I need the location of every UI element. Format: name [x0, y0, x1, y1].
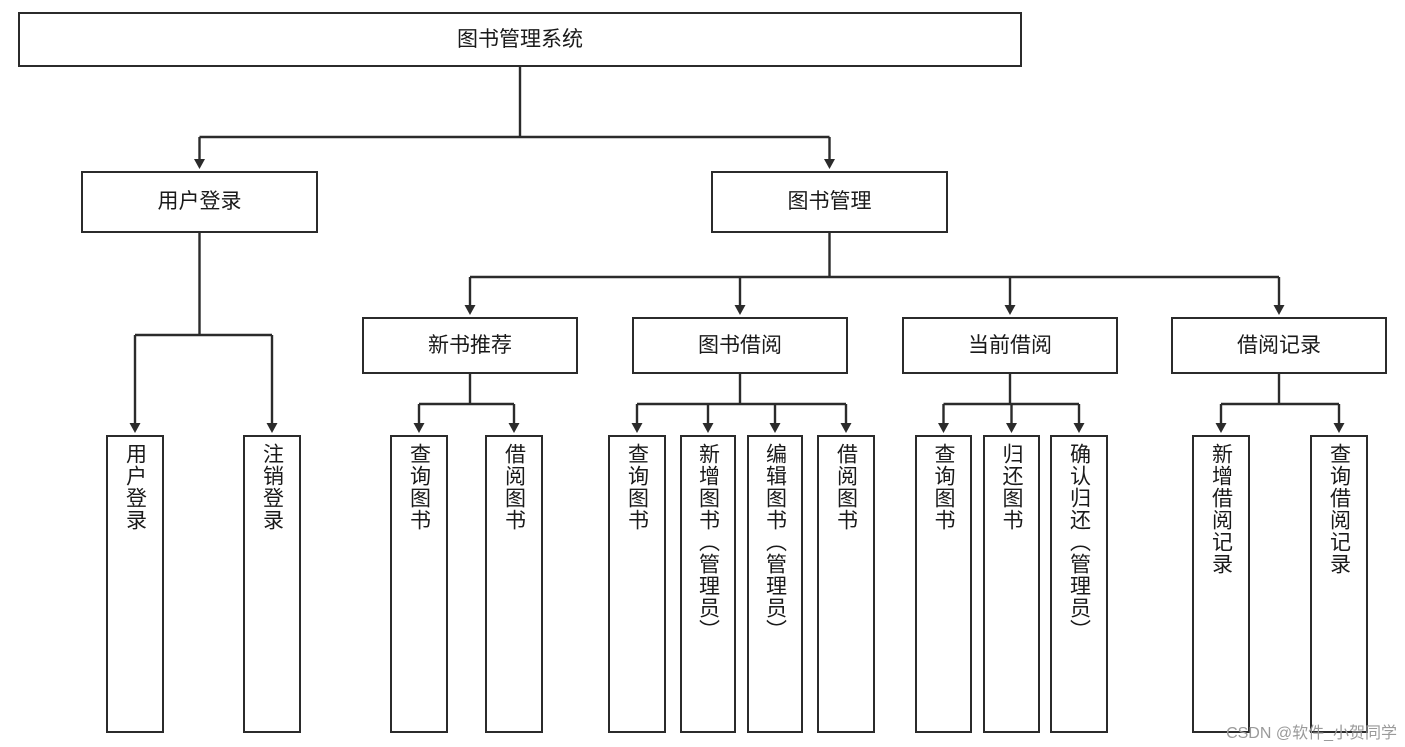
node-leaf-add-record[interactable]: 新增借阅记录 — [1192, 435, 1250, 733]
node-leaf-user-logout[interactable]: 注销登录 — [243, 435, 301, 733]
node-label: 图书管理 — [787, 190, 872, 214]
node-label: 编辑图书（管理员） — [763, 443, 787, 641]
node-label: 归还图书 — [1000, 443, 1023, 531]
node-book-borrow[interactable]: 图书借阅 — [632, 317, 848, 374]
node-label: 新书推荐 — [428, 333, 512, 357]
node-label: 用户登录 — [123, 443, 147, 531]
node-book-manage[interactable]: 图书管理 — [711, 171, 948, 233]
node-leaf-borrow-book-1[interactable]: 借阅图书 — [485, 435, 543, 733]
node-leaf-add-book[interactable]: 新增图书（管理员） — [680, 435, 736, 733]
node-label: 当前借阅 — [968, 333, 1052, 357]
node-leaf-user-login[interactable]: 用户登录 — [106, 435, 164, 733]
node-label: 借阅图书 — [502, 443, 526, 531]
node-label: 注销登录 — [260, 443, 284, 531]
watermark: CSDN @软件_小贺同学 — [1226, 725, 1397, 742]
node-borrow-record[interactable]: 借阅记录 — [1171, 317, 1387, 374]
node-label: 新增图书（管理员） — [696, 443, 720, 641]
node-label: 借阅记录 — [1237, 333, 1321, 357]
node-label: 图书借阅 — [698, 333, 782, 357]
node-root[interactable]: 图书管理系统 — [18, 12, 1022, 67]
node-label: 确认归还（管理员） — [1067, 443, 1091, 641]
node-label: 图书管理系统 — [457, 27, 583, 51]
node-label: 查询借阅记录 — [1327, 443, 1351, 575]
node-leaf-edit-book[interactable]: 编辑图书（管理员） — [747, 435, 803, 733]
node-leaf-return-book[interactable]: 归还图书 — [983, 435, 1040, 733]
node-label: 新增借阅记录 — [1209, 443, 1233, 575]
node-leaf-confirm-return[interactable]: 确认归还（管理员） — [1050, 435, 1108, 733]
node-leaf-query-book-3[interactable]: 查询图书 — [915, 435, 972, 733]
node-leaf-borrow-book-2[interactable]: 借阅图书 — [817, 435, 875, 733]
node-label: 查询图书 — [407, 443, 431, 531]
node-leaf-query-book-1[interactable]: 查询图书 — [390, 435, 448, 733]
node-label: 用户登录 — [157, 190, 242, 214]
node-new-book-recommend[interactable]: 新书推荐 — [362, 317, 578, 374]
node-leaf-query-book-2[interactable]: 查询图书 — [608, 435, 666, 733]
node-user-login[interactable]: 用户登录 — [81, 171, 318, 233]
node-label: 查询图书 — [625, 443, 649, 531]
node-label: 借阅图书 — [834, 443, 858, 531]
node-label: 查询图书 — [932, 443, 955, 531]
node-leaf-query-record[interactable]: 查询借阅记录 — [1310, 435, 1368, 733]
node-current-borrow[interactable]: 当前借阅 — [902, 317, 1118, 374]
